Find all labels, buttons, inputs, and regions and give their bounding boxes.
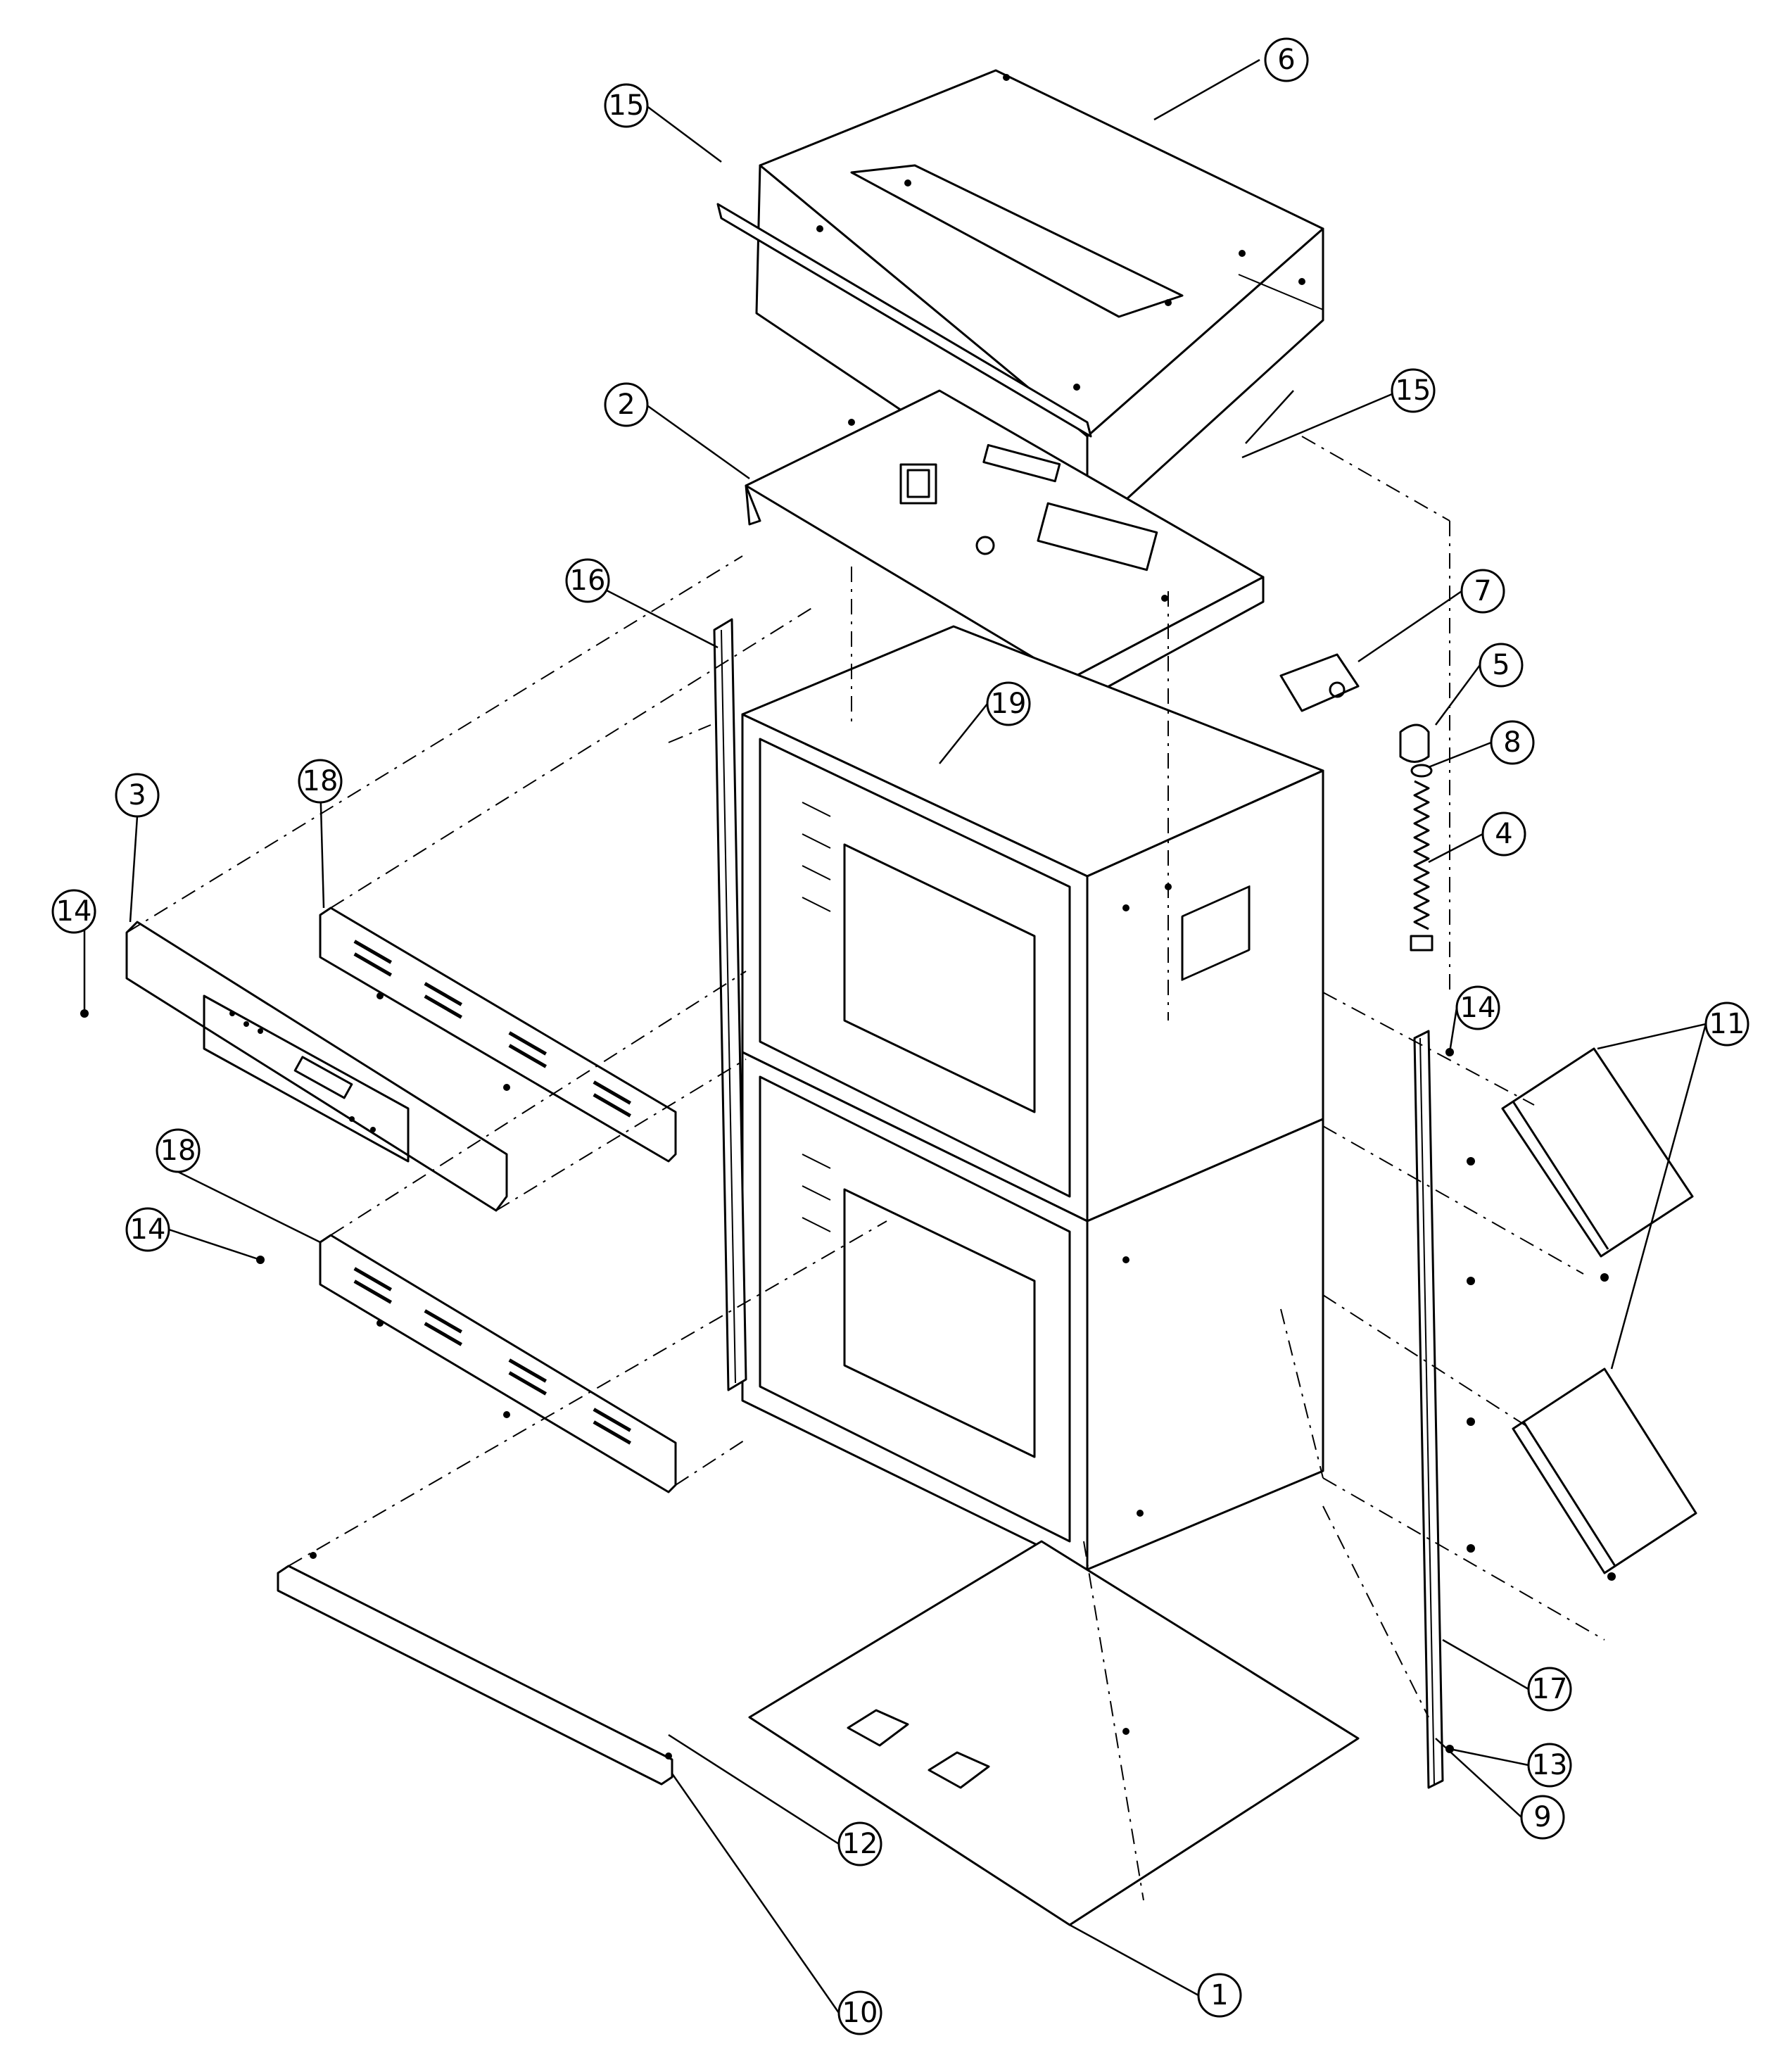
callout-19: 19 [986, 681, 1031, 726]
left-side-trim-part [713, 618, 747, 1391]
svg-text:9: 9 [1533, 1801, 1551, 1833]
svg-text:19: 19 [991, 688, 1027, 720]
svg-text:8: 8 [1503, 726, 1521, 759]
callout-5: 5 [1479, 643, 1524, 688]
control-panel-part [125, 921, 508, 1212]
svg-text:6: 6 [1277, 44, 1295, 76]
svg-text:17: 17 [1532, 1673, 1568, 1705]
callout-14-right: 14 [1455, 985, 1500, 1030]
callout-14-left-upper: 14 [51, 889, 96, 934]
callout-8: 8 [1490, 720, 1535, 765]
callout-6: 6 [1264, 37, 1309, 82]
svg-text:5: 5 [1492, 649, 1510, 681]
callout-15-right: 15 [1391, 368, 1436, 413]
svg-text:4: 4 [1495, 818, 1512, 850]
svg-text:18: 18 [303, 765, 338, 797]
right-side-trim-part [1413, 1030, 1444, 1789]
svg-text:11: 11 [1709, 1008, 1745, 1040]
assembly-guide-lines [126, 436, 1605, 1901]
svg-text:15: 15 [609, 89, 645, 122]
control-board-tray-part [745, 389, 1265, 705]
fastener-dots [80, 1009, 1616, 1753]
svg-text:2: 2 [617, 388, 635, 421]
lower-vent-panel-part [319, 1234, 677, 1493]
callout-12: 12 [837, 1821, 882, 1866]
hinge-bracket-lower-part [1512, 1367, 1697, 1574]
callout-18-upper: 18 [298, 759, 343, 804]
svg-text:14: 14 [1460, 992, 1496, 1024]
callout-17: 17 [1527, 1667, 1572, 1712]
svg-text:16: 16 [570, 564, 606, 597]
oven-cavity-body [741, 625, 1324, 1571]
svg-text:18: 18 [160, 1135, 196, 1167]
hinge-bracket-upper-part [1501, 1047, 1694, 1258]
svg-text:15: 15 [1396, 374, 1431, 407]
svg-text:12: 12 [842, 1828, 878, 1860]
base-tray-part [748, 1540, 1360, 1926]
svg-text:13: 13 [1532, 1749, 1568, 1781]
callout-18-lower: 18 [156, 1128, 201, 1173]
svg-text:10: 10 [842, 1997, 878, 2029]
callout-14-left-lower: 14 [125, 1207, 170, 1252]
callout-3: 3 [115, 773, 160, 818]
leader-lines [83, 58, 1707, 2014]
callout-16: 16 [565, 558, 610, 603]
callout-1: 1 [1197, 1973, 1242, 2018]
callout-11: 11 [1704, 1002, 1749, 1047]
vent-spring [1410, 780, 1434, 952]
svg-text:14: 14 [56, 895, 92, 928]
callout-13: 13 [1527, 1743, 1572, 1788]
callout-15-top: 15 [604, 83, 649, 128]
upper-vent-slots [353, 940, 631, 1118]
callout-4: 4 [1481, 811, 1526, 857]
svg-text:1: 1 [1210, 1979, 1228, 2011]
lower-vent-slots [353, 1267, 631, 1445]
svg-text:14: 14 [130, 1213, 166, 1246]
callout-2: 2 [604, 382, 649, 427]
bottom-trim-part [277, 1552, 673, 1786]
svg-text:3: 3 [128, 779, 146, 811]
callout-9: 9 [1520, 1795, 1565, 1840]
callout-7: 7 [1460, 569, 1505, 614]
callout-10: 10 [837, 1990, 882, 2035]
vent-assembly-part [1279, 653, 1434, 952]
svg-text:7: 7 [1474, 575, 1491, 607]
